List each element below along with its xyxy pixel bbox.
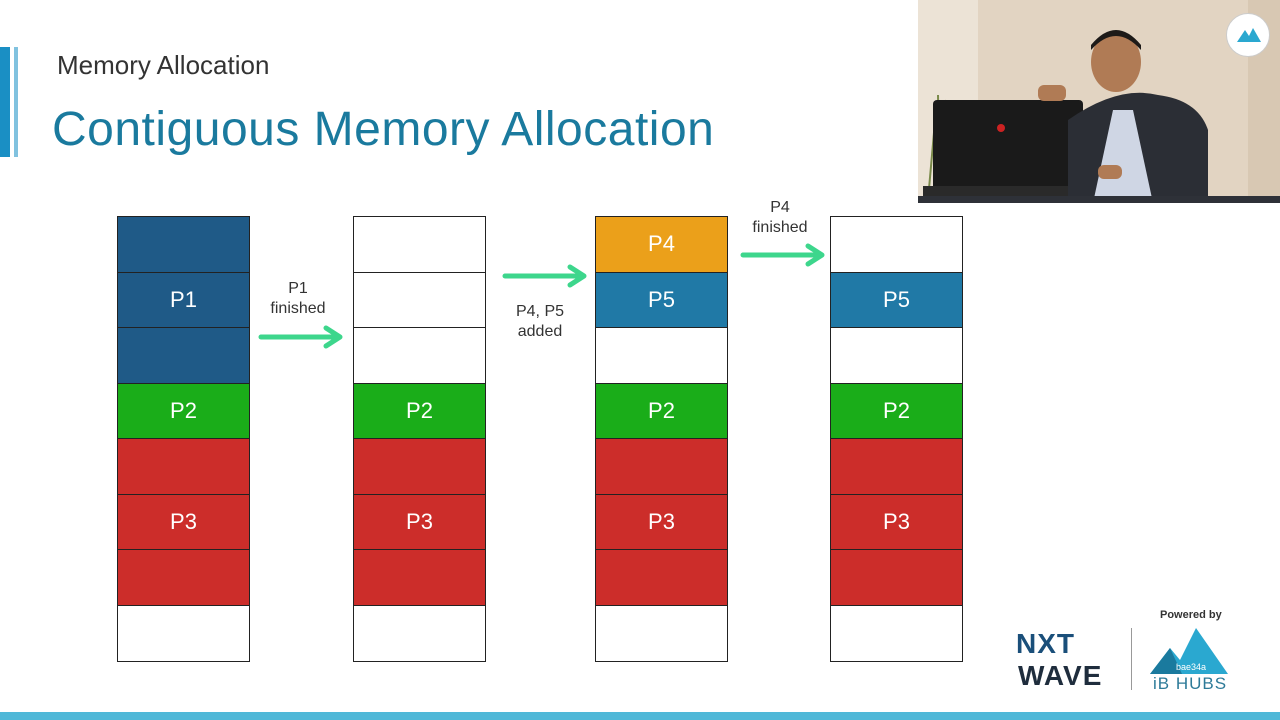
memory-block-p3: P3 [596, 494, 727, 550]
transition-line2: finished [752, 219, 808, 236]
ib-hubs-logo-text: bae34a [1176, 662, 1206, 672]
memory-block-free [596, 439, 727, 495]
memory-block-p2: P2 [354, 383, 485, 439]
powered-by-label: Powered by [1160, 609, 1222, 621]
memory-block-p3: P3 [831, 494, 962, 550]
nxtwave-logo-wave: WAVE [1018, 660, 1103, 691]
memory-block-free [354, 328, 485, 384]
memory-block-free [596, 605, 727, 661]
memory-block-free [831, 550, 962, 606]
bottom-accent-bar [0, 712, 1280, 720]
memory-block-free [354, 605, 485, 661]
accent-bar-secondary [14, 47, 18, 157]
arrow-icon [740, 243, 825, 267]
ib-hubs-mountain-icon: bae34a [1150, 628, 1228, 674]
memory-block-p2: P2 [831, 383, 962, 439]
memory-block-free [354, 550, 485, 606]
transition-line2: finished [270, 300, 326, 317]
transition-label-p4-p5-added: P4, P5 added [500, 302, 580, 342]
memory-block-free [354, 217, 485, 273]
memory-block-free [831, 328, 962, 384]
memory-block-free [118, 550, 249, 606]
presenter-video [918, 0, 1280, 203]
section-label: Memory Allocation [57, 50, 270, 80]
memory-block-p4: P4 [596, 217, 727, 273]
memory-block-p3: P3 [118, 494, 249, 550]
memory-block-free [831, 605, 962, 661]
memory-block-p5: P5 [831, 272, 962, 328]
memory-block-free [118, 217, 249, 273]
transition-line2: added [517, 323, 563, 340]
nxtwave-logo-nxt: NXT [1016, 628, 1075, 659]
memory-block-free [596, 550, 727, 606]
arrow-icon [502, 264, 587, 288]
ib-hubs-logo-icon [1226, 13, 1270, 57]
memory-block-free [831, 217, 962, 273]
presenter-scene-icon [918, 0, 1280, 203]
memory-block-free [354, 272, 485, 328]
transition-label-p4-finished: P4 finished [740, 198, 820, 238]
transition-line1: P1 [288, 280, 308, 297]
transition-label-p1-finished: P1 finished [258, 279, 338, 319]
memory-block-free [354, 439, 485, 495]
page-title: Contiguous Memory Allocation [52, 103, 715, 156]
memory-block-p5: P5 [596, 272, 727, 328]
memory-block-free [118, 439, 249, 495]
ib-hubs-label: iB HUBS [1153, 674, 1228, 693]
memory-block-free [831, 439, 962, 495]
memory-block-free [118, 328, 249, 384]
accent-bar [0, 47, 10, 157]
arrow-icon [258, 325, 343, 349]
memory-block-p3: P3 [354, 494, 485, 550]
memory-block-free [118, 605, 249, 661]
transition-line1: P4 [770, 199, 790, 216]
transition-line1: P4, P5 [515, 303, 565, 320]
memory-block-p1: P1 [118, 272, 249, 328]
memory-block-p2: P2 [118, 383, 249, 439]
memory-block-free [596, 328, 727, 384]
branding-divider [1131, 628, 1132, 690]
memory-block-p2: P2 [596, 383, 727, 439]
